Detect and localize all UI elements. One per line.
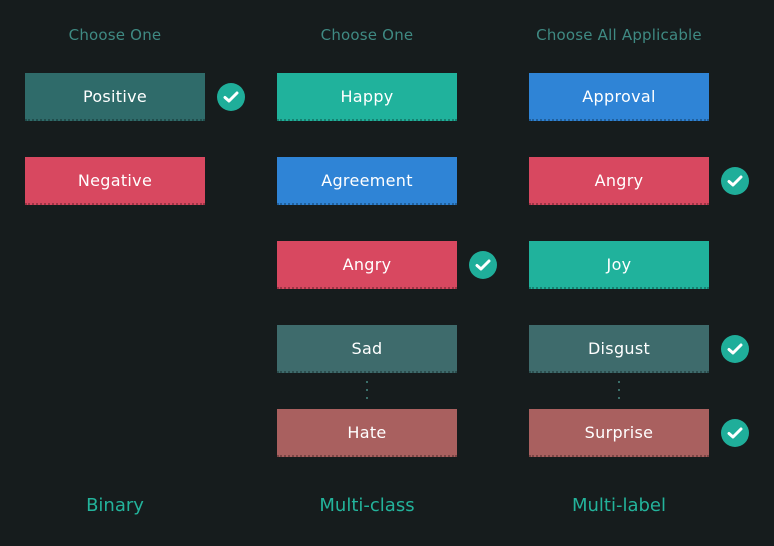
check-circle-icon	[721, 167, 749, 195]
option-hate[interactable]: Hate	[277, 409, 457, 457]
option-label: Surprise	[584, 422, 654, 442]
option-label: Negative	[77, 170, 153, 190]
column-header: Choose One	[320, 26, 414, 44]
option-label: Positive	[82, 86, 148, 106]
multilabel-column: Choose All Applicable Approval Angry Joy…	[529, 0, 749, 546]
check-circle-icon	[217, 83, 245, 111]
option-happy[interactable]: Happy	[277, 73, 457, 121]
option-label: Sad	[351, 338, 383, 358]
option-positive[interactable]: Positive	[25, 73, 205, 121]
option-surprise[interactable]: Surprise	[529, 409, 709, 457]
column-footer: Multi-class	[319, 495, 415, 516]
option-label: Disgust	[587, 338, 651, 358]
option-label: Agreement	[321, 170, 413, 190]
option-angry[interactable]: Angry	[277, 241, 457, 289]
option-label: Hate	[347, 422, 387, 442]
vertical-ellipsis-icon	[366, 381, 368, 405]
column-footer: Multi-label	[571, 495, 667, 516]
option-approval[interactable]: Approval	[529, 73, 709, 121]
binary-column: Choose One Positive Negative Binary	[25, 0, 245, 546]
option-sad[interactable]: Sad	[277, 325, 457, 373]
check-circle-icon	[721, 335, 749, 363]
option-negative[interactable]: Negative	[25, 157, 205, 205]
option-label: Joy	[606, 254, 632, 274]
check-circle-icon	[469, 251, 497, 279]
option-label: Angry	[342, 254, 392, 274]
option-label: Approval	[582, 86, 656, 106]
multiclass-column: Choose One Happy Agreement Angry Sad Hat…	[277, 0, 497, 546]
option-agreement[interactable]: Agreement	[277, 157, 457, 205]
column-header: Choose One	[68, 26, 162, 44]
option-angry[interactable]: Angry	[529, 157, 709, 205]
option-label: Angry	[594, 170, 644, 190]
vertical-ellipsis-icon	[618, 381, 620, 405]
option-joy[interactable]: Joy	[529, 241, 709, 289]
column-footer: Binary	[86, 495, 144, 516]
check-circle-icon	[721, 419, 749, 447]
option-label: Happy	[340, 86, 394, 106]
option-disgust[interactable]: Disgust	[529, 325, 709, 373]
column-header: Choose All Applicable	[536, 26, 702, 44]
